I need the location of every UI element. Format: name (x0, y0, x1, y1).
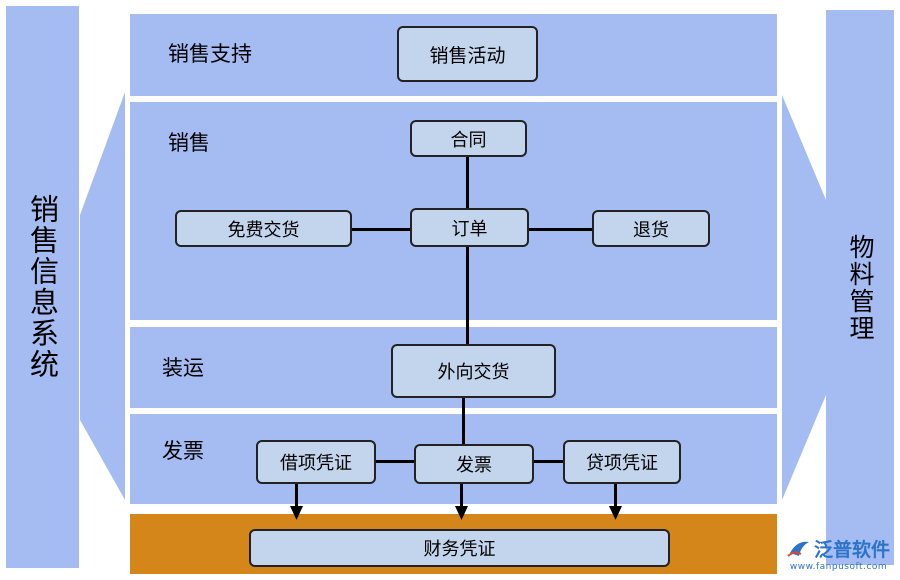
node-order: 订单 (410, 208, 529, 247)
section-label-support: 销售支持 (168, 42, 252, 66)
arrow-credit-finance (609, 484, 622, 520)
node-credit-voucher: 贷项凭证 (563, 440, 681, 484)
right-panel-title: 物料管理 (846, 233, 875, 342)
node-contract: 合同 (410, 120, 527, 157)
line-invoice-credit (532, 460, 565, 463)
node-outbound-delivery: 外向交货 (391, 344, 556, 398)
line-free-delivery-order (350, 228, 412, 231)
line-contract-order (466, 155, 469, 210)
watermark: 泛普软件 www.fanpusoft.com (787, 535, 890, 572)
left-panel-title: 销售信息系统 (25, 194, 60, 380)
line-outbound-invoice (462, 396, 465, 446)
left-funnel (80, 92, 125, 500)
line-debit-invoice (374, 460, 416, 463)
section-label-sales: 销售 (168, 131, 210, 155)
right-panel: 物料管理 (826, 10, 894, 565)
left-panel: 销售信息系统 (6, 6, 79, 568)
node-returns: 退货 (592, 210, 710, 247)
watermark-url: www.fanpusoft.com (789, 562, 888, 572)
arrow-debit-finance (290, 484, 303, 520)
section-label-invoice: 发票 (162, 439, 204, 463)
right-funnel (782, 95, 826, 500)
section-label-shipping: 装运 (162, 356, 204, 380)
watermark-name: 泛普软件 (813, 539, 890, 561)
node-sales-activity: 销售活动 (397, 26, 538, 82)
node-invoice: 发票 (414, 444, 534, 484)
fanpu-logo-icon (787, 541, 809, 557)
node-free-delivery: 免费交货 (175, 210, 352, 247)
node-debit-voucher: 借项凭证 (256, 440, 376, 484)
node-financial-voucher: 财务凭证 (249, 529, 670, 567)
line-order-outbound (466, 245, 469, 346)
arrow-invoice-finance (455, 484, 468, 520)
line-order-returns (527, 228, 594, 231)
